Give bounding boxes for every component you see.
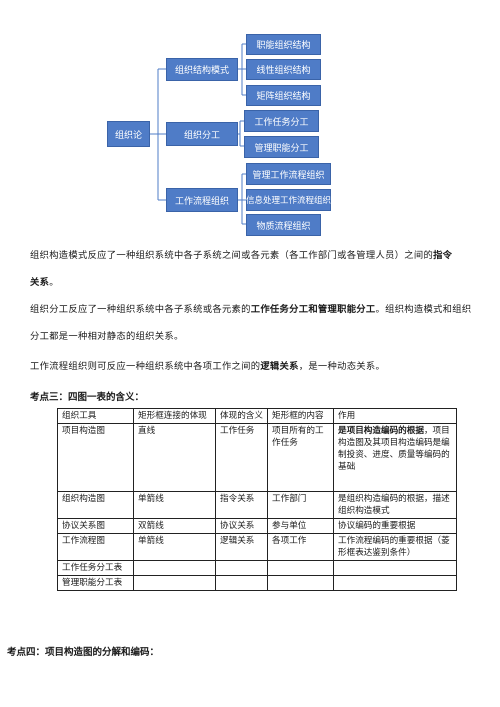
table-header-cell: 矩形框的内容: [267, 408, 334, 424]
table-cell: [267, 560, 334, 576]
table-cell: 直线: [133, 423, 216, 492]
paragraph-structure-mode: 组织构造模式反应了一种组织系统中各子系统之间或各元素（各工作部门或各管理人员）之…: [30, 250, 453, 288]
table-header-cell: 体现的含义: [215, 408, 268, 424]
table-header-cell: 矩形框连接的体现: [133, 408, 216, 424]
table-cell: 工作部门: [267, 491, 334, 519]
table-cell: 单箭线: [133, 491, 216, 519]
table-cell: [333, 560, 457, 576]
diagram-leaf-mgmt-division: 管理职能分工: [244, 136, 319, 158]
section-4-heading: 考点四：项目构造图的分解和编码：: [7, 647, 160, 658]
paragraph-text: 工作流程组织则可反应一种组织系统中各项工作之间的: [30, 361, 261, 372]
diagram-leaf-linear: 线性组织结构: [246, 59, 321, 80]
bold-term: 工作任务分工和管理职能分工: [250, 304, 376, 315]
paragraph-workflow: 工作流程组织则可反应一种组织系统中各项工作之间的逻辑关系，是一种动态关系。: [30, 361, 386, 372]
table-cell: 单箭线: [133, 533, 216, 561]
table-cell: 是组织构造编码的根据，描述组织构造模式: [333, 491, 457, 519]
table-cell: 协议关系: [215, 518, 268, 534]
table-cell: 工作任务: [215, 423, 268, 492]
table-cell: 逻辑关系: [215, 533, 268, 561]
table-cell: 参与单位: [267, 518, 334, 534]
table-cell: 协议关系图: [57, 518, 134, 534]
diagram-connectors: [150, 43, 246, 225]
bold-term: 指令: [433, 250, 453, 261]
diagram-branch-division: 组织分工: [166, 122, 238, 146]
table-cell: [133, 575, 216, 591]
table-row: 协议关系图 双箭线 协议关系 参与单位 协议编码的重要根据: [57, 518, 457, 534]
table-cell: [215, 575, 268, 591]
diagram-root-node: 组织论: [107, 121, 150, 147]
paragraph-text: 组织构造模式反应了一种组织系统中各子系统之间或各元素（各工作部门或各管理人员）之…: [30, 250, 434, 261]
table-cell: 工作流程编码的重要根据（菱形框表达鉴别条件）: [333, 533, 457, 561]
table-cell: 管理职能分工表: [57, 575, 134, 591]
table-cell: 工作流程图: [57, 533, 134, 561]
section-3-heading: 考点三：四图一表的含义：: [30, 392, 145, 403]
table-cell: 工作任务分工表: [57, 560, 134, 576]
bold-term: 关系: [30, 277, 50, 288]
table-row: 项目构造图 直线 工作任务 项目所有的工作任务 是项目构造编码的根据，项目构造图…: [57, 423, 457, 492]
table-cell: [267, 575, 334, 591]
table-cell: [333, 575, 457, 591]
diagram-leaf-mgmt-workflow: 管理工作流程组织: [246, 163, 331, 185]
diagram-leaf-info-workflow: 信息处理工作流程组织: [246, 189, 331, 211]
table-cell: [133, 560, 216, 576]
table-cell: 指令关系: [215, 491, 268, 519]
table-row: 管理职能分工表: [57, 575, 457, 591]
table-row: 组织构造图 单箭线 指令关系 工作部门 是组织构造编码的根据，描述组织构造模式: [57, 491, 457, 519]
table-cell: 协议编码的重要根据: [333, 518, 457, 534]
table-header-cell: 作用: [333, 408, 457, 424]
table-header-cell: 组织工具: [57, 408, 134, 424]
table-cell: 项目构造图: [57, 423, 134, 492]
diagram-branch-workflow: 工作流程组织: [166, 188, 238, 212]
table-cell: 组织构造图: [57, 491, 134, 519]
table-cell: 是项目构造编码的根据，项目构造图及其项目构造编码是编制投资、进度、质量等编码的基…: [333, 423, 457, 492]
paragraph-text: 组织分工反应了一种组织系统中各子系统或各元素的: [30, 304, 251, 315]
table-cell: [215, 560, 268, 576]
paragraph-division: 组织分工反应了一种组织系统中各子系统或各元素的工作任务分工和管理职能分工。组织构…: [30, 304, 472, 342]
table-row: 工作流程图 单箭线 逻辑关系 各项工作 工作流程编码的重要根据（菱形框表达鉴别条…: [57, 533, 457, 561]
diagram-branch-structure-mode: 组织结构模式: [166, 58, 238, 81]
table-header-row: 组织工具 矩形框连接的体现 体现的含义 矩形框的内容 作用: [57, 408, 457, 424]
diagram-leaf-matrix: 矩阵组织结构: [246, 85, 321, 106]
diagram-leaf-functional: 职能组织结构: [246, 34, 321, 55]
diagram-leaf-material-workflow: 物质流程组织: [246, 214, 321, 236]
table-row: 工作任务分工表: [57, 560, 457, 576]
four-charts-one-table: 组织工具 矩形框连接的体现 体现的含义 矩形框的内容 作用 项目构造图 直线 工…: [57, 408, 457, 591]
table-cell: 项目所有的工作任务: [267, 423, 334, 492]
diagram-leaf-task-division: 工作任务分工: [244, 110, 319, 132]
table-cell: 双箭线: [133, 518, 216, 534]
bold-term: 逻辑关系: [260, 361, 299, 372]
table-cell: 各项工作: [267, 533, 334, 561]
